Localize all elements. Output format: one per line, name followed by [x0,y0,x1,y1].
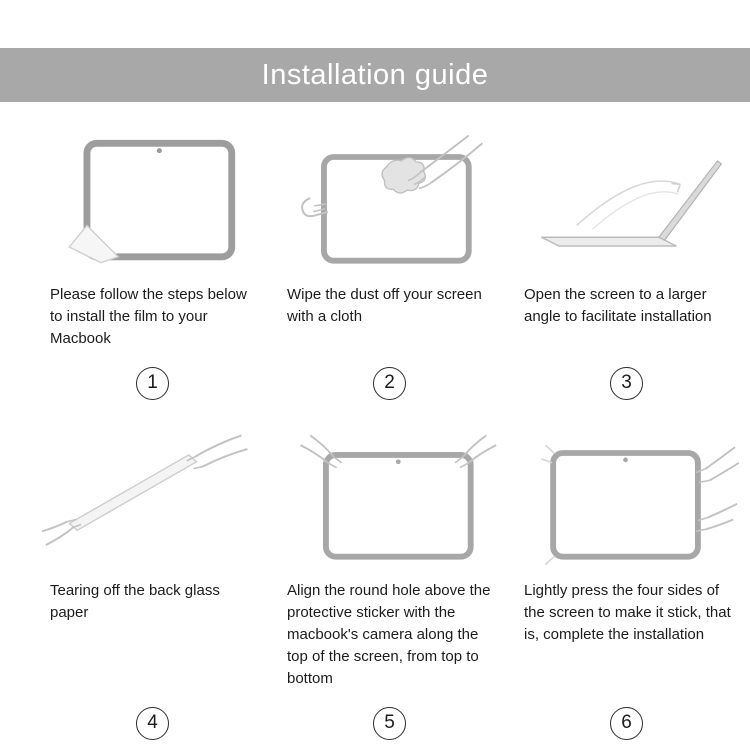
step-2-number-badge: 2 [373,366,406,400]
step-1-number-wrap: 1 [40,351,265,410]
step-4: Tearing off the back glass paper 4 [34,424,271,750]
step-5-illustration [277,424,502,572]
step-6: Lightly press the four sides of the scre… [508,424,745,750]
step-6-number-badge: 6 [610,706,643,740]
hands-pressing-screen-edges-icon [541,444,739,565]
step-2-illustration [277,128,502,276]
step-3-number-badge: 3 [610,366,643,400]
step-4-caption: Tearing off the back glass paper [50,581,220,621]
step-3-number-wrap: 3 [514,351,739,410]
macbook-screen-peel-corner-icon [68,139,236,264]
step-5: Align the round hole above the protectiv… [271,424,508,750]
header-bar: Installation guide [0,48,750,102]
step-1: Please follow the steps below to install… [34,128,271,410]
step-4-number-wrap: 4 [40,691,265,750]
hand-wiping-screen-with-cloth-icon [301,134,484,264]
step-5-number-wrap: 5 [277,691,502,750]
hands-tearing-back-paper-icon [41,434,248,546]
step-3: Open the screen to a larger angle to fac… [508,128,745,410]
step-2-caption: Wipe the dust off your screen with a clo… [287,286,482,326]
step-4-illustration [40,424,265,572]
step-2: Wipe the dust off your screen with a clo… [271,128,508,410]
page-title: Installation guide [261,58,489,91]
step-6-illustration [514,424,739,572]
step-4-number-badge: 4 [136,706,169,740]
step-5-caption: Align the round hole above the protectiv… [287,581,491,688]
step-3-caption: Open the screen to a larger angle to fac… [524,286,712,326]
step-2-number-wrap: 2 [277,351,502,410]
hands-aligning-film-to-camera-icon [300,434,497,560]
steps-grid: Please follow the steps below to install… [0,102,750,750]
step-5-number-badge: 5 [373,706,406,740]
step-1-number-badge: 1 [136,366,169,400]
step-6-number-wrap: 6 [514,691,739,750]
laptop-opened-wide-angle-icon [541,160,723,247]
step-1-caption: Please follow the steps below to install… [50,286,247,348]
step-1-illustration [40,128,265,276]
step-3-illustration [514,128,739,276]
step-6-caption: Lightly press the four sides of the scre… [524,581,731,643]
